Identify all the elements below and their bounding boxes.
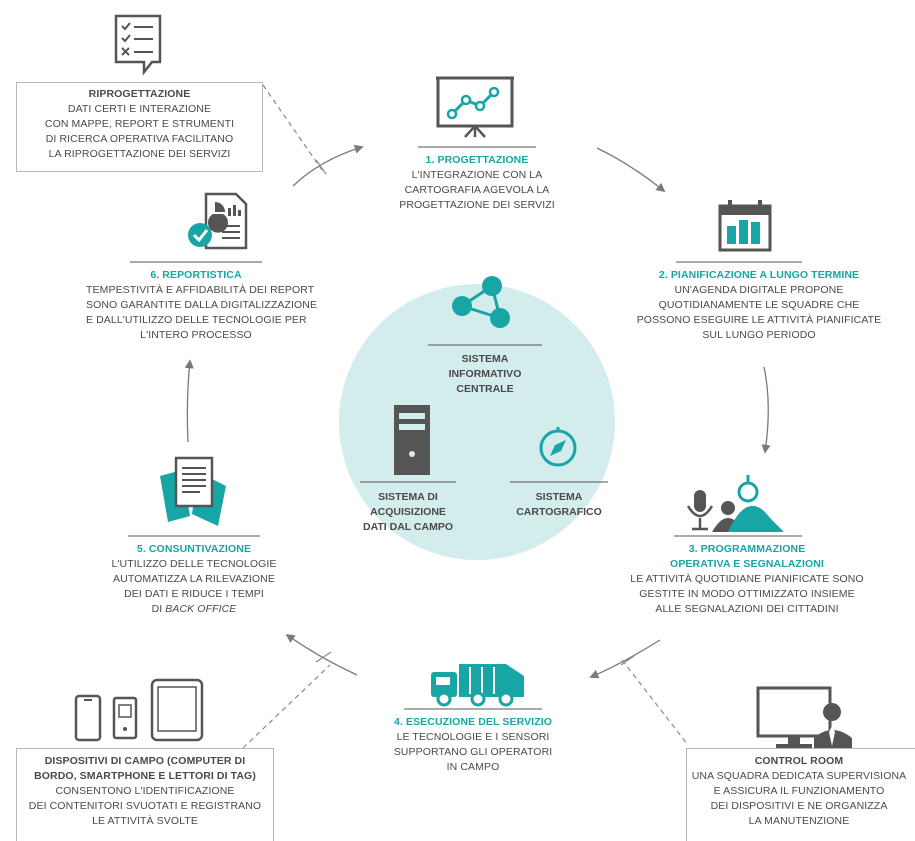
step-5-line-1: L'UTILIZZO DELLE TECNOLOGIE [111,558,277,570]
step-6-text: 6. REPORTISTICA TEMPESTIVITÀ E AFFIDABIL… [86,268,318,343]
dispositivi-line-1: CONSENTONO L'IDENTIFICAZIONE [55,785,235,797]
control-room-line-3: DEI DISPOSITIVI E NE ORGANIZZA [710,800,888,812]
server-icon [394,405,430,475]
link-control-room [621,659,689,746]
link-riprogettazione [262,84,323,171]
step-5-line-4: DI BACK OFFICE [94,602,294,617]
step-1-line-1: L'INTEGRAZIONE CON LA [411,169,543,181]
microphone-people-icon [686,475,784,532]
field-line-2: ACQUISIZIONE [370,506,446,518]
control-room-line-4: LA MANUTENZIONE [748,815,850,827]
carto-line-2: CARTOGRAFICO [516,506,602,518]
tick-riprogettazione [315,159,327,175]
field-line-3: DATI DAL CAMPO [362,521,454,533]
step-5-line-2: AUTOMATIZZA LA RILEVAZIONE [113,573,275,585]
central-system-label: SISTEMA INFORMATIVO CENTRALE [425,352,545,397]
step-3-line-3: ALLE SEGNALAZIONI DEI CITTADINI [655,603,839,615]
dispositivi-box [16,748,274,841]
riprogettazione-line-4: LA RIPROGETTAZIONE DEI SERVIZI [48,148,231,160]
arrow-6-to-1 [292,144,364,187]
step-6-line-2: SONO GARANTITE DALLA DIGITALIZZAZIONE [86,299,318,311]
compass-icon [539,427,577,467]
control-room-line-1: UNA SQUADRA DEDICATA SUPERVISIONA [691,770,907,782]
step-2-title: 2. PIANIFICAZIONE A LUNGO TERMINE [658,269,860,281]
central-circle [339,284,615,560]
dispositivi-title-2: BORDO, SMARTPHONE E LETTORI DI TAG) [34,770,256,782]
dispositivi-text: DISPOSITIVI DI CAMPO (COMPUTER DI BORDO,… [16,754,274,829]
step-4-line-1: LE TECNOLOGIE E I SENSORI [396,731,550,743]
step-4-title: 4. ESECUZIONE DEL SERVIZIO [394,716,552,728]
central-line-3: CENTRALE [456,383,514,395]
field-system-label: SISTEMA DI ACQUISIZIONE DATI DAL CAMPO [352,490,464,535]
step-5-line-4-prefix: DI [151,603,166,615]
dispositivi-line-3: LE ATTIVITÀ SVOLTE [92,815,198,827]
arrow-1-to-2 [596,147,666,193]
step-2-text: 2. PIANIFICAZIONE A LUNGO TERMINE UN'AGE… [614,268,904,343]
control-room-title: CONTROL ROOM [754,755,844,767]
control-room-line-2: E ASSICURA IL FUNZIONAMENTO [713,785,885,797]
step-3-line-2: GESTITE IN MODO OTTIMIZZATO INSIEME [639,588,855,600]
riprogettazione-text: RIPROGETTAZIONE DATI CERTI E INTERAZIONE… [16,87,263,162]
carto-line-1: SISTEMA [535,491,583,503]
arrow-3-to-4 [589,639,661,679]
step-3-text: 3. PROGRAMMAZIONE OPERATIVA E SEGNALAZIO… [612,542,882,617]
control-room-text: CONTROL ROOM UNA SQUADRA DEDICATA SUPERV… [686,754,912,829]
step-2-line-2: QUOTIDIANAMENTE LE SQUADRE CHE [658,299,860,311]
step-4-text: 4. ESECUZIONE DEL SERVIZIO LE TECNOLOGIE… [373,715,573,775]
checklist-speech-icon [114,14,162,76]
network-icon [452,276,510,328]
step-2-line-4: SUL LUNGO PERIODO [702,329,816,341]
step-6-line-3: E DALL'UTILIZZO DELLE TECNOLOGIE PER [86,314,307,326]
step-1-text: 1. PROGETTAZIONE L'INTEGRAZIONE CON LA C… [377,153,577,213]
step-5-line-4-italic: BACK OFFICE [165,603,237,615]
field-line-1: SISTEMA DI [378,491,438,503]
riprogettazione-line-2: CON MAPPE, REPORT E STRUMENTI [44,118,235,130]
step-4-line-2: SUPPORTANO GLI OPERATORI [393,746,553,758]
link-dispositivi [242,664,331,749]
garbage-truck-icon [431,664,524,707]
step-6-line-4: L'INTERO PROCESSO [140,329,252,341]
step-5-text: 5. CONSUNTIVAZIONE L'UTILIZZO DELLE TECN… [94,542,294,617]
calendar-icon [718,200,772,252]
step-6-title: 6. REPORTISTICA [150,269,242,281]
step-3-title-1: 3. PROGRAMMAZIONE [688,543,806,555]
step-1-title: 1. PROGETTAZIONE [425,154,529,166]
dispositivi-line-2: DEI CONTENITORI SVUOTATI E REGISTRANO [28,800,262,812]
step-1-line-2: CARTOGRAFIA AGEVOLA LA [404,184,550,196]
step-3-line-1: LE ATTIVITÀ QUOTIDIANE PIANIFICATE SONO [630,573,864,585]
presentation-chart-icon [436,76,514,138]
arrow-4-to-5 [285,633,358,676]
riprogettazione-box [16,82,263,172]
arrow-5-to-6 [184,359,194,443]
riprogettazione-title: RIPROGETTAZIONE [88,88,191,100]
step-1-line-3: PROGETTAZIONE DEI SERVIZI [399,199,555,211]
step-4-line-3: IN CAMPO [446,761,500,773]
riprogettazione-line-1: DATI CERTI E INTERAZIONE [67,103,212,115]
step-2-line-3: POSSONO ESEGUIRE LE ATTIVITÀ PIANIFICATE [636,314,882,326]
report-check-icon [188,192,248,250]
tick-control-room [620,655,635,666]
control-room-box [686,748,915,841]
monitor-operator-icon [756,686,852,752]
mobile-devices-icon [74,678,204,742]
step-5-line-3: DEI DATI E RIDUCE I TEMPI [124,588,264,600]
step-2-line-1: UN'AGENDA DIGITALE PROPONE [674,284,844,296]
carto-system-label: SISTEMA CARTOGRAFICO [505,490,613,520]
central-line-2: INFORMATIVO [448,368,522,380]
tick-dispositivi [315,651,332,663]
step-6-line-1: TEMPESTIVITÀ E AFFIDABILITÀ DEI REPORT [86,284,315,296]
step-3-title-2: OPERATIVA E SEGNALAZIONI [670,558,824,570]
documents-icon [160,456,226,526]
riprogettazione-line-3: DI RICERCA OPERATIVA FACILITANO [45,133,234,145]
dispositivi-title-1: DISPOSITIVI DI CAMPO (COMPUTER DI [44,755,246,767]
step-5-title: 5. CONSUNTIVAZIONE [136,543,252,555]
arrow-2-to-3 [761,366,771,454]
central-line-1: SISTEMA [461,353,509,365]
